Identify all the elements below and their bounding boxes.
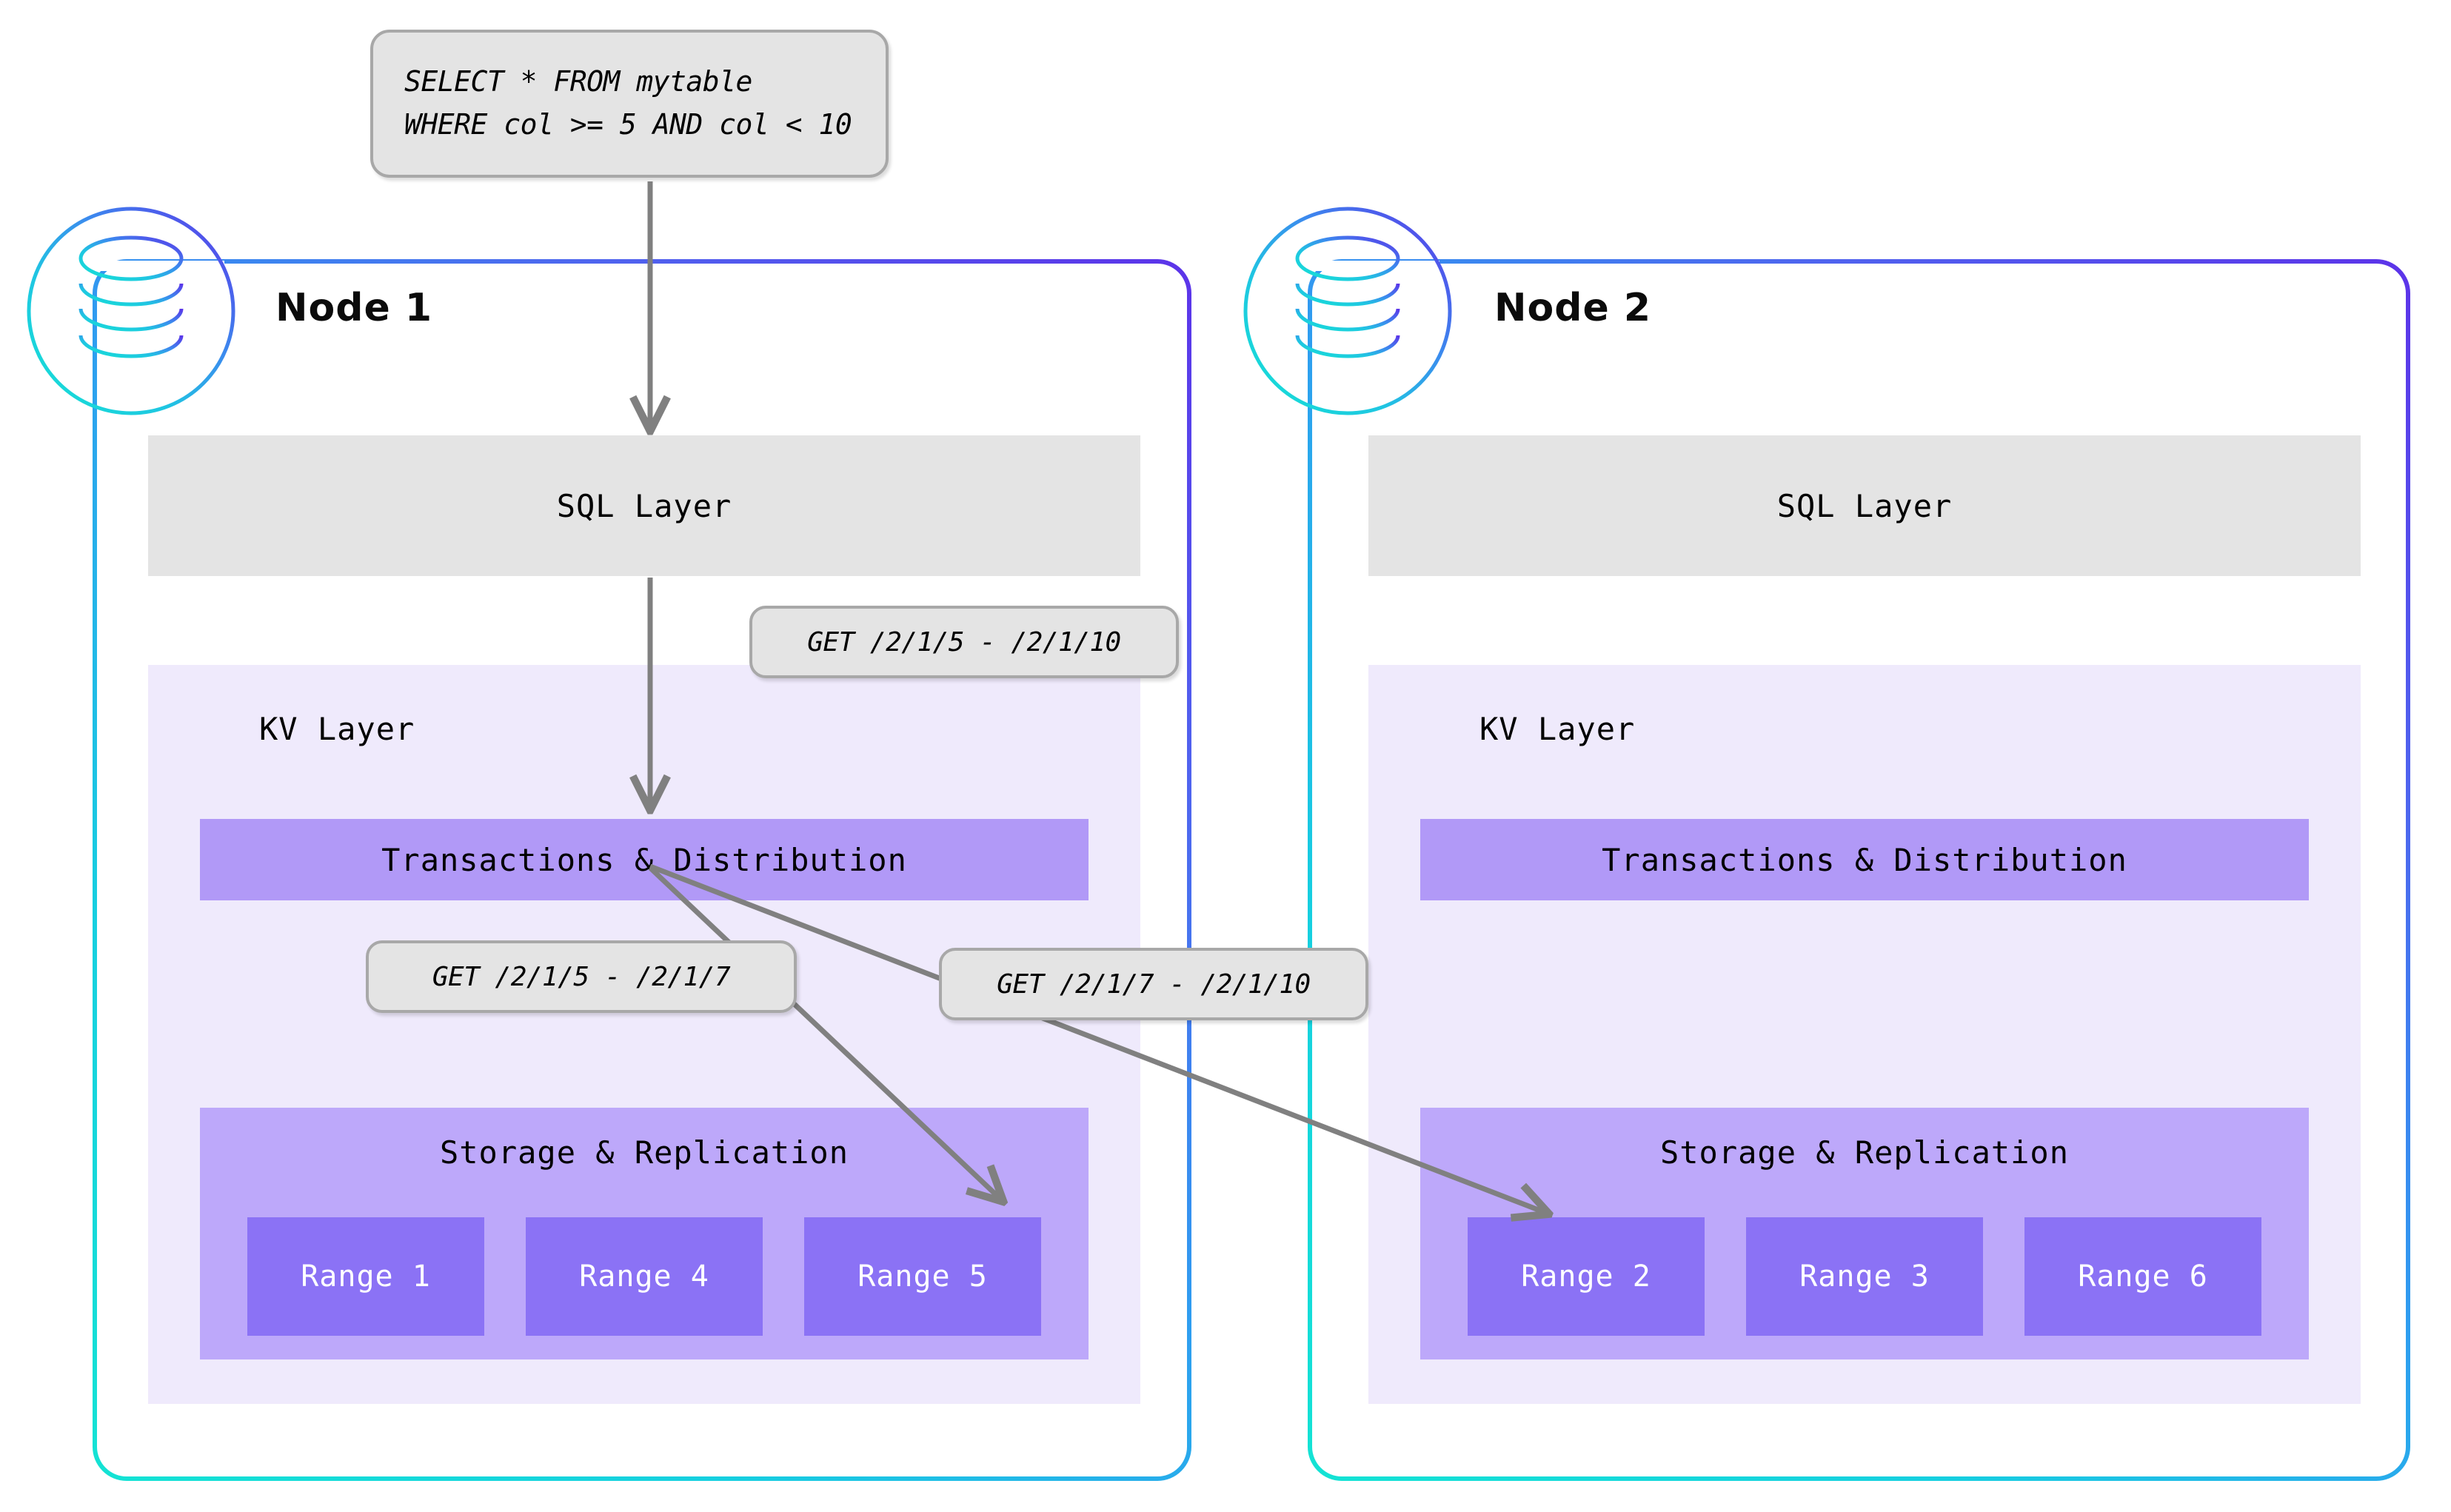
node-badge-node-2 — [1240, 204, 1455, 418]
range-box: Range 3 — [1746, 1217, 1983, 1336]
kv-layer-node-2: KV Layer Transactions & Distribution Sto… — [1368, 665, 2361, 1404]
range-label: Range 6 — [2078, 1260, 2208, 1294]
storage-replication-node-1: Storage & Replication Range 1 Range 4 Ra… — [200, 1108, 1089, 1359]
node-title-node-2: Node 2 — [1494, 286, 1652, 330]
transactions-distribution-label: Transactions & Distribution — [1602, 841, 2127, 878]
storage-replication-label: Storage & Replication — [439, 1134, 849, 1171]
range-box: Range 1 — [247, 1217, 484, 1336]
sql-layer-node-2: SQL Layer — [1368, 435, 2361, 576]
node-title-node-1: Node 1 — [275, 286, 433, 330]
callout-get-left-range-text: GET /2/1/5 - /2/1/7 — [432, 961, 731, 992]
node-badge-node-1 — [24, 204, 238, 418]
callout-get-right-range: GET /2/1/7 - /2/1/10 — [939, 948, 1368, 1020]
node1-badge-notch — [93, 261, 224, 271]
transactions-distribution-node-2: Transactions & Distribution — [1420, 819, 2309, 900]
sql-layer-label: SQL Layer — [1776, 487, 1953, 524]
range-label: Range 2 — [1521, 1260, 1651, 1294]
range-box: Range 4 — [526, 1217, 763, 1336]
kv-layer-label: KV Layer — [1479, 711, 1636, 747]
sql-query-line-1: SELECT * FROM mytable — [404, 65, 752, 98]
range-box: Range 5 — [804, 1217, 1041, 1336]
sql-layer-node-1: SQL Layer — [148, 435, 1140, 576]
range-label: Range 4 — [579, 1260, 709, 1294]
transactions-distribution-node-1: Transactions & Distribution — [200, 819, 1089, 900]
range-box: Range 2 — [1468, 1217, 1705, 1336]
range-row-node-2: Range 2 Range 3 Range 6 — [1468, 1217, 2261, 1336]
range-row-node-1: Range 1 Range 4 Range 5 — [247, 1217, 1041, 1336]
sql-query-callout: SELECT * FROM mytable WHERE col >= 5 AND… — [370, 30, 889, 178]
sql-query-line-2: WHERE col >= 5 AND col < 10 — [404, 108, 852, 141]
callout-get-left-range: GET /2/1/5 - /2/1/7 — [366, 940, 797, 1013]
node2-badge-notch — [1308, 261, 1439, 271]
storage-replication-label: Storage & Replication — [1659, 1134, 2069, 1171]
range-label: Range 1 — [301, 1260, 431, 1294]
sql-layer-label: SQL Layer — [556, 487, 732, 524]
callout-get-full-range: GET /2/1/5 - /2/1/10 — [749, 606, 1179, 678]
range-label: Range 3 — [1799, 1260, 1930, 1294]
range-label: Range 5 — [857, 1260, 988, 1294]
transactions-distribution-label: Transactions & Distribution — [381, 841, 907, 878]
kv-layer-label: KV Layer — [259, 711, 415, 747]
storage-replication-node-2: Storage & Replication Range 2 Range 3 Ra… — [1420, 1108, 2309, 1359]
callout-get-right-range-text: GET /2/1/7 - /2/1/10 — [997, 969, 1311, 1000]
kv-layer-node-1: KV Layer Transactions & Distribution Sto… — [148, 665, 1140, 1404]
range-box: Range 6 — [2024, 1217, 2261, 1336]
callout-get-full-range-text: GET /2/1/5 - /2/1/10 — [807, 626, 1121, 658]
